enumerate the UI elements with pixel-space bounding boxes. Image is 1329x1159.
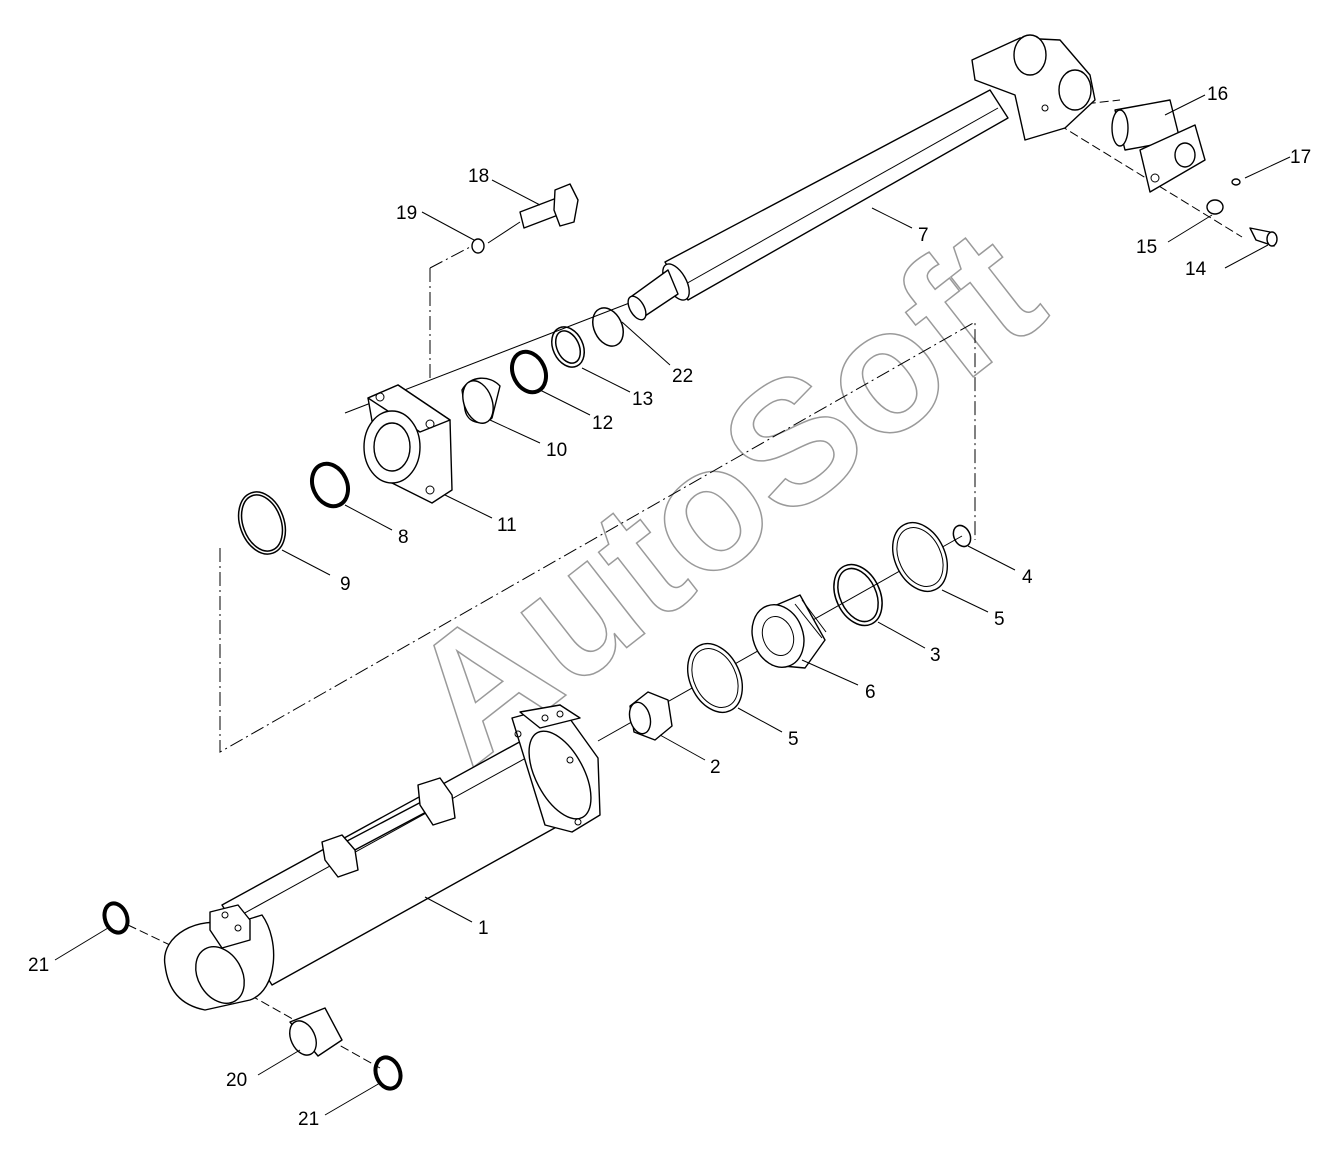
pin-axis-line [1047,99,1121,109]
part-4-o-ring [952,524,972,548]
part-5-guide-ring-lower [687,643,743,713]
callout-20: 20 [226,1070,247,1091]
callout-19: 19 [396,203,417,224]
part-7-piston-rod [627,34,1096,321]
part-21-ring-upper [102,901,130,935]
part-20-bushing [289,1007,343,1057]
part-5-guide-ring-upper [892,522,948,592]
callout-8: 8 [398,527,409,548]
part-9-o-ring [237,491,287,555]
callout-1: 1 [478,918,489,939]
callout-7: 7 [918,225,929,246]
part-18-bolt [519,183,579,229]
callout-9: 9 [340,574,351,595]
callout-6: 6 [865,682,876,703]
callout-21-lower: 21 [298,1109,319,1130]
bolt-axis-line [1047,117,1243,238]
callout-11: 11 [497,515,517,536]
callout-16: 16 [1207,84,1228,105]
callout-15: 15 [1136,237,1157,258]
callout-12: 12 [592,413,613,434]
part-13-wiper [551,326,585,368]
part-1-cylinder-barrel [164,704,601,1011]
leader-lines [54,94,1291,1116]
part-8-seal [310,461,350,509]
assembly-boundary-line [219,321,976,753]
part-16-pivot-pin [1111,99,1206,193]
callout-5-upper: 5 [994,609,1005,630]
callout-2: 2 [710,757,721,778]
part-6-piston [751,594,827,669]
callout-21-upper: 21 [28,955,49,976]
part-11-cylinder-head [363,384,453,504]
eye-axis-lower [249,994,381,1069]
part-14-bolt [1249,227,1278,247]
part-21-ring-lower [373,1055,403,1091]
eye-axis-upper [127,924,171,946]
part-17-grease-nipple [1231,178,1241,186]
callout-5-lower: 5 [788,729,799,750]
callout-22: 22 [672,366,693,387]
part-22-o-ring [592,307,624,347]
head-axis-link [429,245,473,269]
callout-17: 17 [1290,147,1311,168]
callout-10: 10 [546,440,567,461]
part-19-washer [471,238,485,254]
part-3-piston-seal [833,563,883,627]
callout-4: 4 [1022,567,1033,588]
callout-14: 14 [1185,259,1207,280]
part-15-washer [1206,199,1224,215]
callout-13: 13 [632,389,653,410]
bolt18-axis [487,221,521,244]
callout-18: 18 [468,166,489,187]
part-12-rod-seal [509,349,549,395]
part-10-guide-ring [461,377,501,424]
part-2-nut [628,691,673,741]
callout-3: 3 [930,645,941,666]
